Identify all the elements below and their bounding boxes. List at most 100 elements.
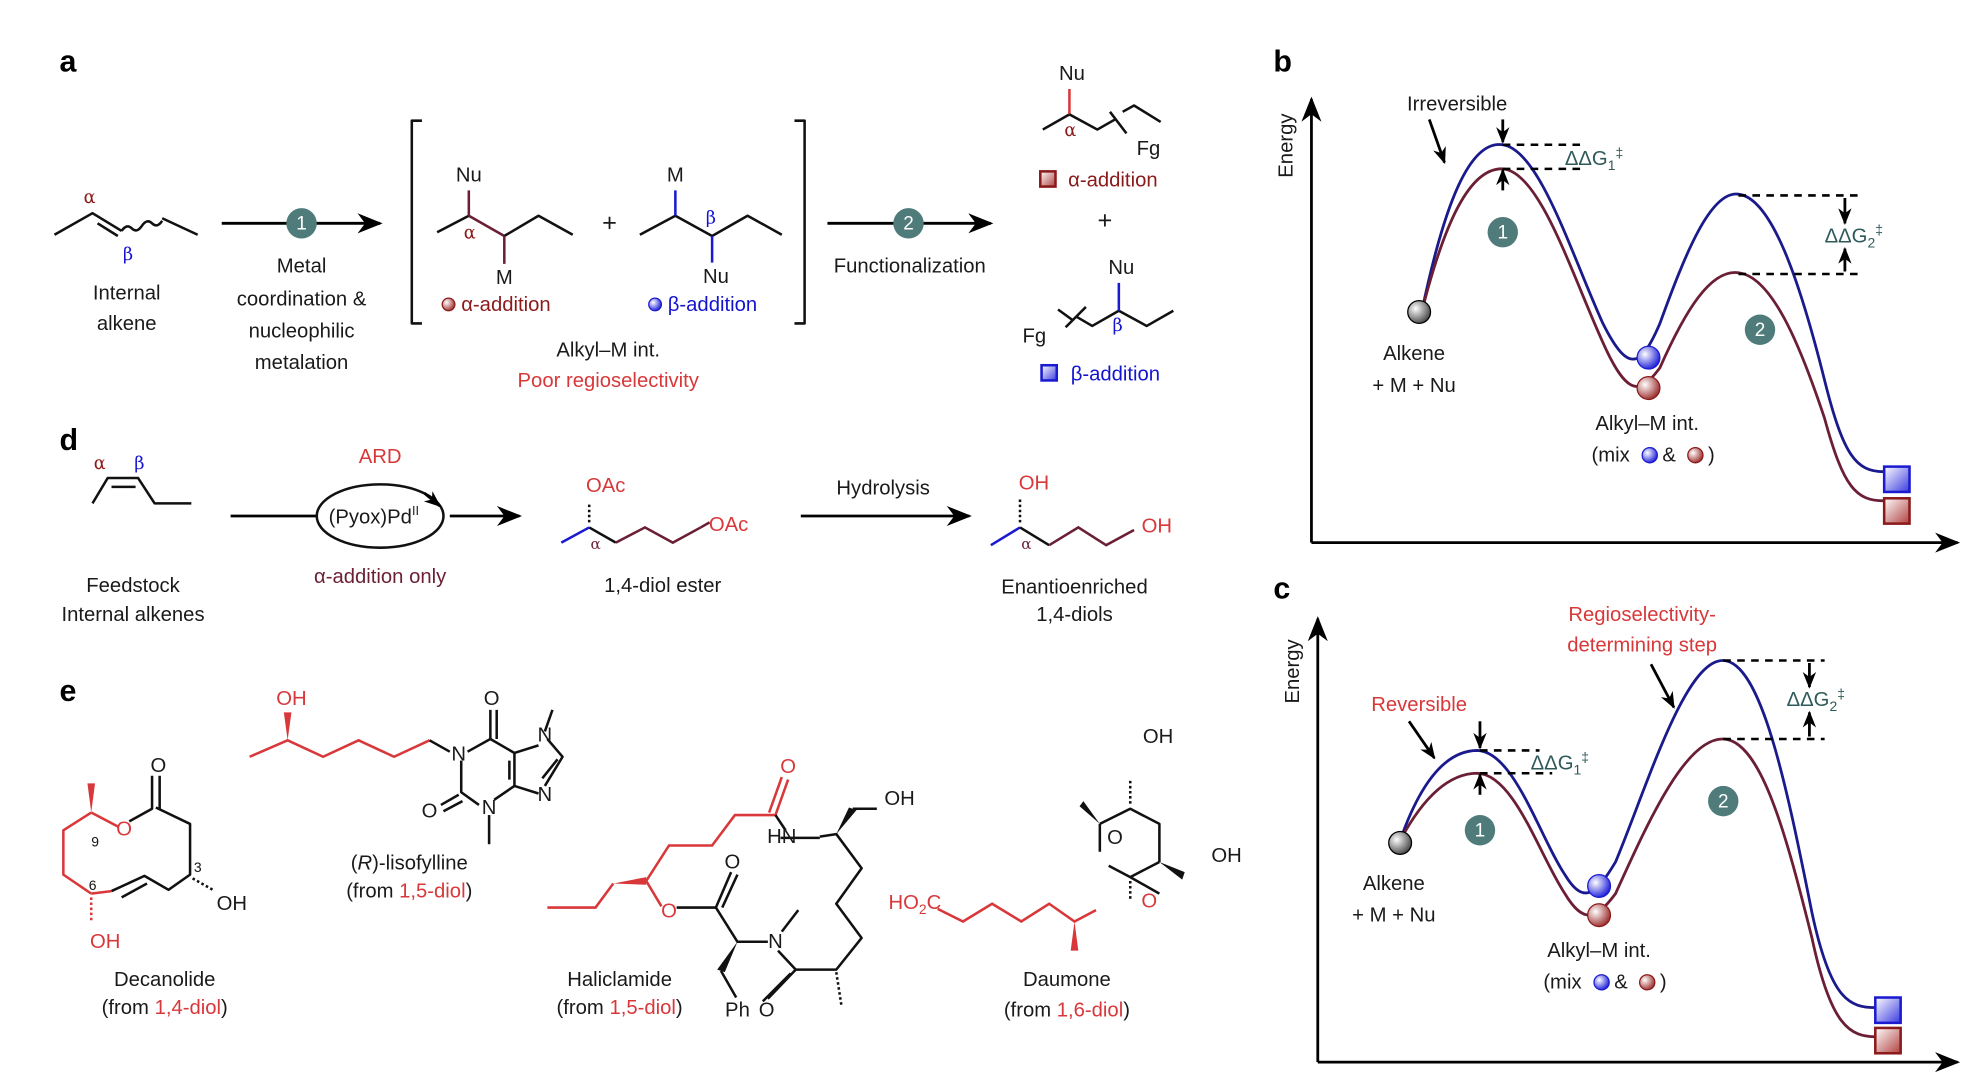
- step-1-badge: [286, 208, 317, 239]
- panel-label-a: a: [60, 44, 78, 78]
- alpha-label: α: [464, 224, 476, 244]
- internal-alkene-structure: α β Internal alkene: [53, 188, 199, 335]
- m-label: M: [667, 165, 684, 187]
- panel-label-e: e: [60, 674, 77, 708]
- beta-label: β: [123, 245, 133, 265]
- step-2-number: 2: [1718, 791, 1729, 812]
- o-label: O: [759, 1000, 775, 1022]
- mix-close: ): [1660, 972, 1667, 994]
- y-axis-label: Energy: [1282, 638, 1304, 703]
- ring-o-label: O: [116, 818, 132, 840]
- alpha-only-label: α-addition only: [314, 566, 447, 588]
- beta-label: β: [134, 454, 144, 474]
- step-1-label: nucleophilic: [249, 320, 355, 342]
- panel-a: a α β Internal alkene 1 Metal coordinati…: [53, 44, 1174, 392]
- beta-product-square-icon: [1040, 363, 1059, 382]
- compound-source: (from 1,4-diol): [102, 997, 228, 1019]
- ph-label: Ph: [725, 1000, 750, 1022]
- step-2-number: 2: [903, 214, 914, 235]
- reversible-label: Reversible: [1371, 694, 1467, 716]
- oh-label: OH: [276, 688, 306, 710]
- oh-label: OH: [217, 893, 247, 915]
- alpha-label: α: [94, 454, 106, 474]
- n-label: N: [451, 744, 466, 766]
- o-label: O: [780, 756, 796, 778]
- step-1-badge: [1464, 815, 1496, 846]
- alpha-intermediate-structure: Nu α M α-addition: [436, 165, 574, 316]
- y-axis-label: Energy: [1275, 113, 1297, 178]
- step-2-arrow: 2 Functionalization: [827, 208, 994, 278]
- blue-ball-icon: [1641, 446, 1658, 464]
- ddg1-label: ΔΔG1‡: [1565, 144, 1623, 173]
- step-2-badge: [1744, 314, 1776, 345]
- internal-alkene-label-2: alkene: [97, 313, 157, 335]
- step-1-number: 1: [1497, 223, 1508, 244]
- alpha-product-square-icon: [1882, 497, 1911, 525]
- alpha-ball-icon: [441, 297, 456, 312]
- amp-label: &: [1614, 972, 1628, 994]
- panel-d: d α β Feedstock Internal alkenes ARD (Py…: [60, 423, 1173, 626]
- red-ball-icon: [1638, 974, 1656, 991]
- internal-alkene-label: Internal: [93, 282, 161, 304]
- n-label: N: [538, 725, 553, 747]
- alpha-product-square-icon: [1874, 1026, 1902, 1055]
- start-label: Alkene: [1363, 873, 1425, 895]
- alpha-addition-label: α-addition: [1068, 170, 1157, 192]
- nu-label: Nu: [1059, 63, 1085, 85]
- beta-intermediate-ball-icon: [1636, 345, 1661, 370]
- nu-label: Nu: [1108, 257, 1134, 279]
- compound-name: Decanolide: [114, 969, 215, 991]
- compound-source: (from 1,5-diol): [346, 880, 472, 902]
- nu-label: Nu: [703, 266, 729, 288]
- panel-b: b Energy Irreversible ΔΔG1‡ ΔΔG2‡ 1 2 Al…: [1273, 44, 1961, 553]
- left-bracket: [410, 119, 422, 325]
- diol-label-2: 1,4-diols: [1036, 604, 1113, 626]
- alpha-product-structure: Nu α Fg α-addition: [1039, 63, 1162, 192]
- n-label: N: [482, 797, 497, 819]
- beta-product-square-icon: [1874, 996, 1902, 1025]
- catalytic-cycle-ellipse: [315, 483, 445, 549]
- feedstock-label-2: Internal alkenes: [62, 604, 205, 626]
- beta-intermediate-ball-icon: [1587, 873, 1612, 899]
- alkene-start-ball-icon: [1407, 299, 1432, 325]
- oh-label: OH: [1211, 845, 1241, 867]
- beta-label: β: [706, 208, 716, 228]
- right-bracket: [794, 119, 806, 325]
- o-label: O: [661, 901, 677, 923]
- alpha-label: α: [590, 535, 600, 553]
- oh-label: OH: [1143, 726, 1173, 748]
- diol-label: Enantioenriched: [1001, 576, 1147, 598]
- plus-sign: +: [602, 209, 617, 237]
- n-label: N: [768, 931, 783, 953]
- plus-sign: +: [1098, 206, 1113, 234]
- amp-label: &: [1662, 445, 1676, 467]
- hydrolysis-label: Hydrolysis: [836, 477, 929, 499]
- beta-intermediate-structure: M β Nu β-addition: [639, 165, 783, 316]
- alpha-intermediate-ball-icon: [1636, 376, 1661, 401]
- beta-product-square-icon: [1882, 465, 1911, 494]
- alpha-pathway-curve: [1398, 737, 1877, 1039]
- step-2-badge: [1708, 785, 1739, 817]
- beta-addition-label: β-addition: [1071, 363, 1160, 385]
- intermediate-label: Alkyl–M int.: [1595, 413, 1699, 435]
- panel-c: c Energy Reversible Regioselectivity- de…: [1273, 571, 1961, 1073]
- compound-source: (from 1,6-diol): [1004, 1000, 1130, 1022]
- red-ball-icon: [1687, 446, 1704, 464]
- haliclamide-structure: O O O O N HN OH Ph: [547, 756, 915, 1022]
- start-label: Alkene: [1383, 343, 1445, 365]
- mix-label: (mix: [1591, 445, 1629, 467]
- diol-structure: OH OH α: [990, 472, 1172, 553]
- alpha-addition-label: α-addition: [461, 294, 550, 316]
- step-1-number: 1: [1475, 821, 1486, 842]
- carbonyl-o-label: O: [151, 755, 167, 777]
- panel-e: e O O OH OH 9 6 3 Decanolide (from 1,4-d…: [60, 674, 1242, 1022]
- step-1-badge: [1487, 216, 1518, 248]
- irreversible-label: Irreversible: [1407, 94, 1507, 116]
- compound-name: Daumone: [1023, 969, 1111, 991]
- panel-label-b: b: [1273, 44, 1292, 78]
- start-label-2: + M + Nu: [1372, 375, 1455, 397]
- step-1-label: coordination &: [237, 289, 367, 311]
- oh-label: OH: [1019, 472, 1049, 494]
- ddg1-label: ΔΔG1‡: [1531, 749, 1589, 778]
